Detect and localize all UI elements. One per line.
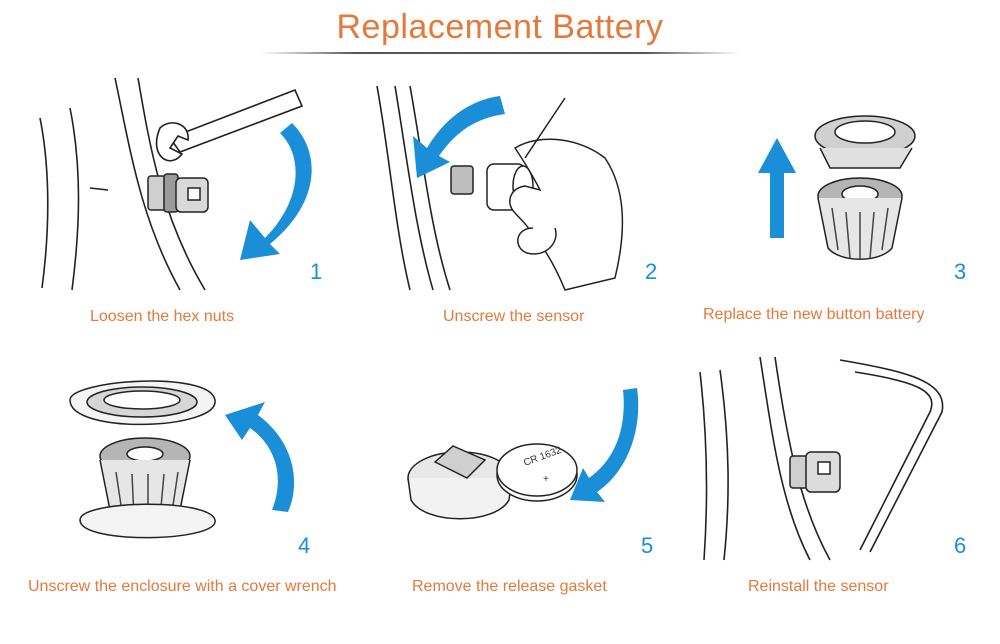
straight-arrow-icon — [758, 138, 796, 238]
step-5-number: 5 — [641, 533, 654, 558]
sensor-icon — [817, 177, 903, 260]
step-1-caption: Loosen the hex nuts — [90, 308, 235, 325]
tire-icon — [699, 356, 944, 561]
step-3: 3 — [700, 78, 990, 293]
wrench-icon — [155, 88, 304, 162]
step-2-illustration — [376, 85, 624, 291]
sensor-icon — [407, 445, 513, 520]
step-4: 4 — [30, 360, 340, 560]
step-6-number: 6 — [954, 533, 967, 558]
step-3-illustration — [758, 115, 916, 260]
gasket-icon — [69, 380, 216, 426]
step-3-number: 3 — [954, 259, 967, 284]
gasket-icon — [79, 503, 216, 539]
step-4-illustration — [69, 380, 295, 539]
step-2-caption: Unscrew the sensor — [443, 308, 585, 325]
sensor-icon — [147, 173, 209, 213]
step-5-caption: Remove the release gasket — [412, 578, 607, 595]
step-2: 2 — [365, 78, 675, 293]
step-6-illustration — [699, 356, 944, 561]
step-2-number: 2 — [645, 259, 658, 284]
step-1: 1 — [30, 78, 340, 293]
battery-plus-sign: + — [543, 474, 549, 485]
sensor-icon — [789, 451, 841, 493]
curved-arrow-icon — [240, 123, 312, 260]
tire-icon — [376, 85, 451, 291]
step-5: CR 1632 + 5 — [365, 360, 675, 560]
step-1-number: 1 — [310, 259, 323, 284]
page-title: Replacement Battery — [336, 8, 664, 46]
curved-arrow-icon — [225, 402, 295, 512]
button-battery-icon: CR 1632 + — [496, 443, 578, 502]
step-1-illustration — [39, 78, 312, 291]
curved-arrow-icon — [413, 96, 505, 178]
curved-arrow-icon — [570, 388, 639, 502]
hand-icon — [509, 97, 624, 291]
step-3-caption: Replace the new button battery — [703, 306, 925, 323]
gasket-icon — [814, 115, 916, 169]
step-4-caption: Unscrew the enclosure with a cover wrenc… — [28, 578, 337, 595]
title-divider — [260, 52, 740, 54]
step-6-caption: Reinstall the sensor — [748, 578, 889, 595]
step-5-illustration: CR 1632 + — [407, 388, 639, 520]
step-6: 6 — [680, 352, 990, 562]
step-4-number: 4 — [298, 533, 311, 558]
